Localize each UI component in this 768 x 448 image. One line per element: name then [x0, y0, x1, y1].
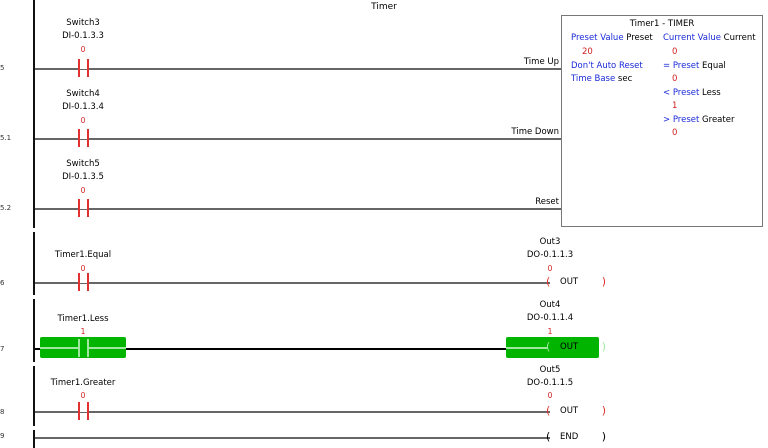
- coil-name: Out4: [539, 300, 561, 310]
- rung-number: 5.1: [0, 134, 12, 142]
- auto-reset-label: Don't Auto Reset: [571, 61, 643, 71]
- rung-wire: [35, 282, 550, 284]
- less-value: 1: [672, 101, 678, 111]
- contact-name: Switch3: [66, 18, 100, 28]
- rung-wire: [35, 208, 561, 210]
- rung-wire: [35, 348, 550, 350]
- no-contact-timer1-greater[interactable]: [77, 402, 91, 420]
- contact-name: Switch4: [66, 89, 100, 99]
- preset-tag: Preset: [626, 33, 653, 43]
- no-contact-switch4[interactable]: [77, 129, 91, 147]
- less-label: < Preset: [663, 88, 700, 98]
- contact-value: 0: [80, 264, 86, 273]
- preset-label: Preset Value: [571, 33, 624, 43]
- timer-pin-reset: Reset: [535, 197, 559, 207]
- left-power-rail: [33, 366, 35, 426]
- output-coil-out4[interactable]: (OUT): [546, 340, 606, 353]
- left-power-rail: [33, 0, 35, 228]
- rung-number: 5.2: [0, 204, 12, 212]
- contact-value: 0: [80, 186, 86, 195]
- contact-address: DI-0.1.3.4: [62, 102, 104, 112]
- end-instruction[interactable]: (END): [546, 430, 606, 443]
- contact-value: 0: [80, 391, 86, 400]
- coil-address: DO-0.1.1.5: [526, 378, 574, 388]
- preset-value: 20: [582, 47, 593, 57]
- timebase-value: sec: [617, 74, 633, 84]
- greater-label: > Preset: [663, 115, 700, 125]
- rung-number: 9: [0, 432, 5, 440]
- timer-pin-time-up: Time Up: [523, 57, 559, 67]
- rung-number: 6: [0, 279, 5, 287]
- program-title: Timer: [371, 2, 397, 12]
- timer-function-block[interactable]: Timer1 - TIMER Preset Value Preset 20 Do…: [561, 15, 763, 227]
- contact-name: Timer1.Equal: [54, 250, 112, 260]
- coil-address: DO-0.1.1.4: [526, 313, 574, 323]
- less-tag: Less: [702, 88, 721, 98]
- greater-tag: Greater: [702, 115, 735, 125]
- current-tag: Current: [723, 33, 756, 43]
- contact-address: DI-0.1.3.3: [62, 31, 104, 41]
- equal-label: = Preset: [663, 61, 700, 71]
- current-value: 0: [672, 47, 678, 57]
- output-coil-out3[interactable]: (OUT): [546, 275, 606, 288]
- timer-pin-time-down: Time Down: [511, 127, 559, 137]
- timebase-label: Time Base: [571, 74, 616, 84]
- current-label: Current Value: [663, 33, 721, 43]
- no-contact-timer1-equal[interactable]: [77, 273, 91, 291]
- greater-value: 0: [672, 128, 678, 138]
- coil-value: 0: [547, 391, 553, 400]
- coil-address: DO-0.1.1.3: [526, 250, 574, 260]
- contact-name: Timer1.Greater: [50, 378, 116, 388]
- rung-number: 5: [0, 64, 5, 72]
- coil-value: 0: [547, 264, 553, 273]
- energized-coil-highlight: [506, 337, 599, 358]
- contact-value: 0: [80, 45, 86, 54]
- output-coil-out5[interactable]: (OUT): [546, 404, 606, 417]
- rung-wire: [35, 437, 550, 439]
- equal-tag: Equal: [702, 61, 726, 71]
- rung-wire: [35, 411, 550, 413]
- rung-wire: [35, 68, 561, 70]
- equal-value: 0: [672, 74, 678, 84]
- left-power-rail: [33, 299, 35, 362]
- coil-value: 1: [547, 327, 553, 336]
- rung-wire: [35, 138, 561, 140]
- no-contact-timer1-less[interactable]: [77, 339, 91, 357]
- contact-value: 1: [80, 327, 86, 336]
- contact-name: Switch5: [66, 159, 100, 169]
- contact-value: 0: [80, 116, 86, 125]
- left-power-rail: [33, 430, 35, 448]
- rung-number: 8: [0, 408, 5, 416]
- coil-name: Out5: [539, 365, 561, 375]
- contact-name: Timer1.Less: [57, 314, 109, 324]
- no-contact-switch3[interactable]: [77, 59, 91, 77]
- left-power-rail: [33, 232, 35, 295]
- no-contact-switch5[interactable]: [77, 199, 91, 217]
- timer-header: Timer1 - TIMER: [629, 19, 695, 29]
- contact-address: DI-0.1.3.5: [62, 172, 104, 182]
- rung-number: 7: [0, 345, 5, 353]
- coil-name: Out3: [539, 237, 561, 247]
